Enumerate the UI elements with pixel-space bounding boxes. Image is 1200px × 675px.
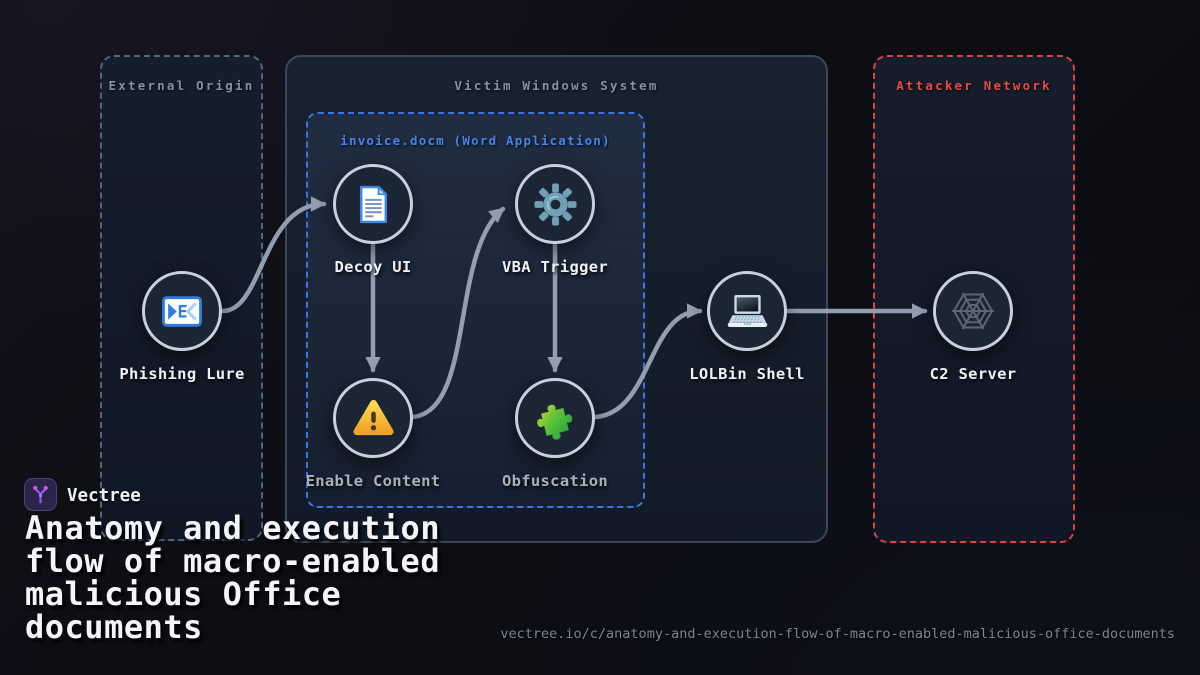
gear-icon (533, 182, 577, 226)
edge-enable-to-vba (410, 206, 506, 420)
node-label: Phishing Lure (119, 365, 245, 383)
edge-obfuscation-to-lolbin (593, 303, 703, 420)
email-icon: E (162, 295, 202, 327)
document-icon (359, 185, 387, 223)
container-label: Attacker Network (896, 78, 1052, 93)
edge-phishing-to-decoy (220, 196, 327, 314)
node-label: VBA Trigger (502, 258, 608, 276)
node-label: C2 Server (929, 365, 1017, 383)
container-label: invoice.docm (Word Application) (340, 133, 611, 148)
laptop-icon (727, 295, 767, 327)
puzzle-icon (537, 404, 573, 440)
node-label: LOLBin Shell (689, 365, 805, 383)
svg-text:E: E (177, 302, 187, 322)
spiderweb-icon (952, 292, 994, 330)
node-label: Decoy UI (334, 258, 412, 276)
warning-icon (352, 399, 394, 436)
node-label: Enable Content (305, 472, 441, 490)
container-label: Victim Windows System (454, 78, 659, 93)
node-label: Obfuscation (502, 472, 608, 490)
container-label: External Origin (108, 78, 255, 93)
